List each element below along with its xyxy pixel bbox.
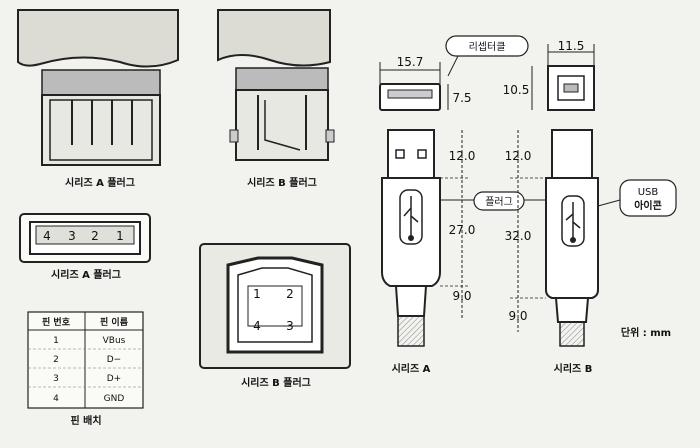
receptacle-a-pin: 4 [43,229,51,243]
pin-table-cell: D+ [107,374,121,384]
receptacle-b-pin: 4 [253,319,261,333]
series-b-label: 시리즈 B [554,362,593,375]
receptacle-callout-label: 리셉터클 [469,41,506,53]
pin-table-cell: D− [107,355,121,365]
series-b-plug-side [545,129,599,347]
series-a-plug-side [381,129,441,347]
a-seg3-value: 9.0 [452,289,471,303]
series-b-receptacle-inner [557,75,585,101]
pin-table-cell: GND [104,394,125,404]
pin-table-cell: 3 [53,374,59,384]
series-b-receptacle-drawing [199,243,351,369]
series-b-receptacle-label: 시리즈 B 플러그 [241,376,311,389]
series-b-receptacle-tongue [563,83,579,93]
pin-table-header: 핀 번호 [42,316,71,328]
a-seg2-value: 27.0 [449,223,476,237]
pin-table [27,311,144,409]
a-seg1-value: 12.0 [449,149,476,163]
unit-label: 단위 : mm [621,326,671,339]
plug-callout [440,191,548,211]
receptacle-a-pin: 1 [116,229,124,243]
pin-table-cell: VBus [103,336,126,346]
series-a-length-dims [440,130,470,320]
usb-icon-callout [597,179,677,217]
receptacle-b-pin: 3 [286,319,294,333]
series-b-plug-drawing [217,9,335,161]
pin-table-cell: 4 [53,394,59,404]
a-width-value: 15.7 [397,55,424,69]
a-height-value: 7.5 [452,91,471,105]
series-a-receptacle-tongue [387,89,433,99]
b-seg2-value: 32.0 [505,229,532,243]
receptacle-callout [445,35,529,77]
series-a-receptacle-drawing [19,213,151,263]
usb-icon-label-line1: USB [638,187,659,198]
series-b-plug-top-label: 시리즈 B 플러그 [247,176,317,189]
series-a-label: 시리즈 A [392,362,431,375]
plug-callout-label: 플러그 [485,196,513,208]
receptacle-a-pin: 3 [68,229,76,243]
pin-table-cell: 1 [53,336,59,346]
b-height-value: 10.5 [503,83,530,97]
series-b-length-dims [510,130,546,332]
b-seg3-value: 9.0 [508,309,527,323]
b-width-value: 11.5 [558,39,585,53]
receptacle-b-pin: 1 [253,287,261,301]
pin-layout-label: 핀 배치 [70,414,101,427]
series-b-width-dim [547,44,595,66]
b-seg1-value: 12.0 [505,149,532,163]
receptacle-b-pin: 2 [286,287,294,301]
series-a-plug-drawing [17,9,179,166]
series-a-receptacle-label: 시리즈 A 플러그 [51,268,121,281]
receptacle-a-pin: 2 [91,229,99,243]
pin-table-header: 핀 이름 [100,316,128,328]
pin-table-cell: 2 [53,355,59,365]
usb-icon-label-line2: 아이콘 [634,199,662,212]
series-a-width-dim [379,62,441,84]
series-a-plug-top-label: 시리즈 A 플러그 [65,176,135,189]
